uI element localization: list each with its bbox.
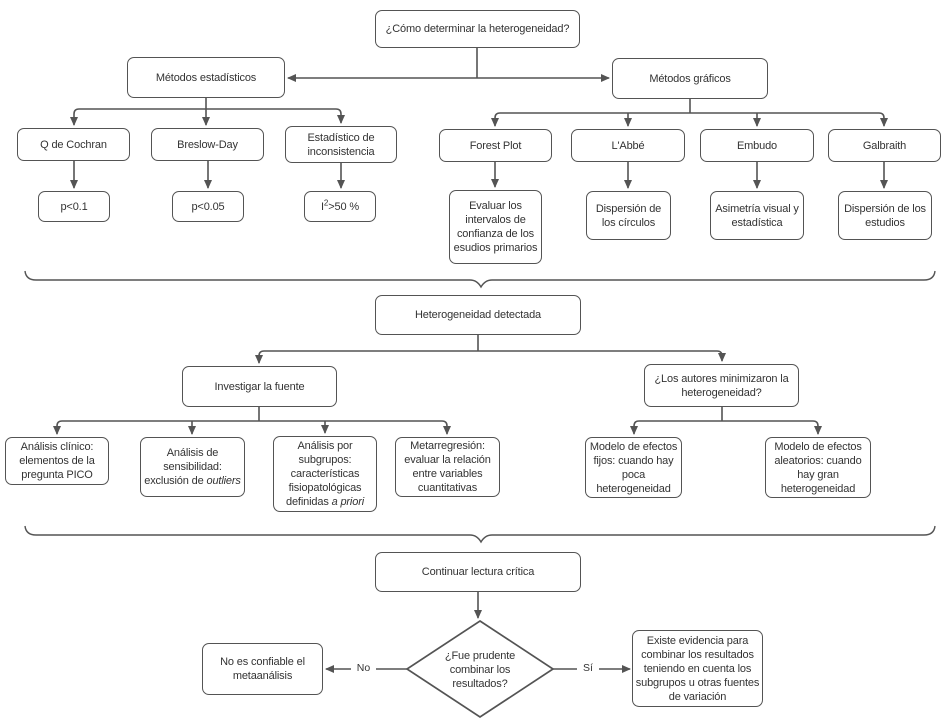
node-p-menor-01: p<0.1 bbox=[38, 191, 110, 222]
node-heterogeneidad-detectada: Heterogeneidad detectada bbox=[375, 295, 581, 335]
brace-bottom bbox=[24, 525, 936, 544]
node-label: Embudo bbox=[736, 139, 778, 152]
node-estadistico-inconsistencia: Estadístico de inconsistencia bbox=[285, 126, 397, 163]
node-continuar-lectura: Continuar lectura crítica bbox=[375, 552, 581, 592]
node-label: Métodos gráficos bbox=[649, 72, 731, 85]
node-label: Análisis clínico: elementos de la pregun… bbox=[19, 441, 95, 481]
node-existe-evidencia: Existe evidencia para combinar los resul… bbox=[632, 630, 763, 707]
node-q-de-cochran: Q de Cochran bbox=[17, 128, 130, 161]
node-autores-minimizaron: ¿Los autores minimizaron la heterogeneid… bbox=[644, 364, 799, 407]
node-modelo-efectos-fijos: Modelo de efectos fijos: cuando hay poca… bbox=[585, 437, 682, 498]
node-label: I2>50 % bbox=[321, 197, 359, 213]
node-evaluar-intervalos: Evaluar los intervalos de confianza de l… bbox=[449, 190, 542, 264]
node-label: Estadístico de inconsistencia bbox=[307, 131, 375, 158]
node-label: p<0.05 bbox=[191, 200, 225, 213]
node-analisis-clinico: Análisis clínico: elementos de la pregun… bbox=[5, 437, 109, 485]
node-breslow-day: Breslow-Day bbox=[151, 128, 264, 161]
edge-autores-aleatorios bbox=[722, 420, 822, 435]
node-como-determinar-heterogeneidad: ¿Cómo determinar la heterogeneidad? bbox=[375, 10, 580, 48]
node-label: ¿Los autores minimizaron la heterogeneid… bbox=[654, 372, 789, 399]
node-label: Métodos estadísticos bbox=[155, 71, 257, 84]
node-label: Existe evidencia para combinar los resul… bbox=[635, 634, 760, 703]
node-dispersion-estudios: Dispersión de los estudios bbox=[838, 191, 932, 240]
edge-het-to-autores bbox=[478, 350, 726, 362]
node-modelo-efectos-aleatorios: Modelo de efectos aleatorios: cuando hay… bbox=[765, 437, 871, 498]
node-metodos-estadisticos: Métodos estadísticos bbox=[127, 57, 285, 98]
node-label: No es confiable el metaanálisis bbox=[220, 656, 305, 682]
node-forest-plot: Forest Plot bbox=[439, 129, 552, 162]
node-i2-mayor-50: I2>50 % bbox=[304, 191, 376, 222]
edge-het-to-fuente bbox=[255, 350, 478, 364]
node-investigar-fuente: Investigar la fuente bbox=[182, 366, 337, 407]
node-p-menor-005: p<0.05 bbox=[172, 191, 244, 222]
edge-label-si: Sí bbox=[577, 661, 599, 675]
node-label: Análisis de sensibilidad: exclusión de o… bbox=[144, 447, 241, 487]
node-galbraith: Galbraith bbox=[828, 129, 941, 162]
node-label: ¿Cómo determinar la heterogeneidad? bbox=[385, 23, 570, 35]
node-label: Q de Cochran bbox=[40, 138, 107, 151]
node-analisis-subgrupos: Análisis por subgrupos: características … bbox=[273, 436, 377, 512]
decision-diamond-shape bbox=[405, 619, 555, 719]
edge-est-right bbox=[206, 108, 345, 124]
edge-fuente-clinico bbox=[53, 420, 259, 435]
node-metarregresion: Metarregresión: evaluar la relación entr… bbox=[395, 437, 500, 497]
node-asimetria-visual: Asimetría visual y estadística bbox=[710, 191, 804, 240]
edge-graf-galbraith bbox=[690, 112, 888, 127]
node-label: p<0.1 bbox=[60, 200, 88, 213]
node-label: Modelo de efectos aleatorios: cuando hay… bbox=[774, 440, 862, 495]
node-label: Forest Plot bbox=[469, 139, 522, 152]
edge-graf-forest bbox=[491, 112, 690, 127]
node-label: Dispersión de los círculos bbox=[595, 202, 662, 229]
node-label: Continuar lectura crítica bbox=[421, 566, 535, 578]
node-label: Heterogeneidad detectada bbox=[414, 309, 542, 321]
node-no-es-confiable: No es confiable el metaanálisis bbox=[202, 643, 323, 695]
node-label: Evaluar los intervalos de confianza de l… bbox=[453, 200, 538, 254]
node-label: Asimetría visual y estadística bbox=[715, 202, 799, 229]
node-label: L'Abbé bbox=[611, 139, 645, 152]
node-embudo: Embudo bbox=[700, 129, 814, 162]
brace-top bbox=[24, 270, 936, 289]
node-dispersion-circulos: Dispersión de los círculos bbox=[586, 191, 671, 240]
node-label: Modelo de efectos fijos: cuando hay poca… bbox=[589, 440, 678, 495]
edge-label-no: No bbox=[351, 661, 376, 675]
edge-est-left bbox=[70, 108, 206, 126]
node-metodos-graficos: Métodos gráficos bbox=[612, 58, 768, 99]
node-label: Galbraith bbox=[862, 139, 907, 152]
edge-fuente-metarregresion bbox=[259, 420, 451, 435]
node-label: Dispersión de los estudios bbox=[844, 202, 926, 229]
edge-autores-fijos bbox=[630, 420, 722, 435]
node-analisis-sensibilidad: Análisis de sensibilidad: exclusión de o… bbox=[140, 437, 245, 497]
node-label: Investigar la fuente bbox=[214, 380, 305, 393]
node-label: Breslow-Day bbox=[177, 138, 238, 151]
decision-fue-prudente-label: ¿Fue prudente combinar los resultados? bbox=[444, 650, 516, 690]
node-label: Metarregresión: evaluar la relación entr… bbox=[404, 440, 491, 494]
node-labbe: L'Abbé bbox=[571, 129, 685, 162]
node-label: Análisis por subgrupos: características … bbox=[285, 440, 365, 508]
